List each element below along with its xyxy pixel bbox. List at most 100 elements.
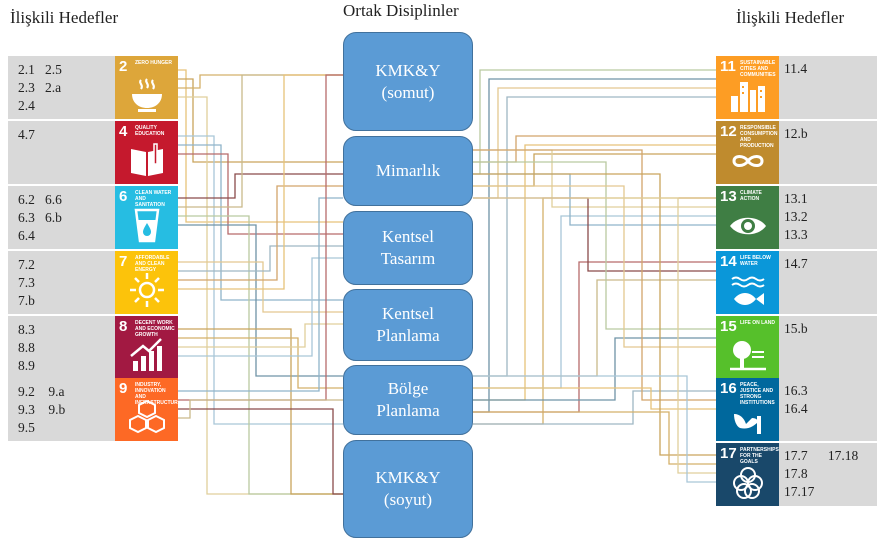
goal-targets: 9.2 9.a 9.3 9.b 9.5 [18, 384, 66, 435]
connector-line [473, 161, 716, 330]
discipline-line-1: Kentsel [382, 227, 434, 246]
connector-line [178, 337, 343, 389]
discipline-line-2: Planlama [376, 326, 440, 345]
connector-line [178, 78, 343, 163]
goal-targets: 14.7 [784, 256, 808, 271]
book-icon [131, 143, 163, 176]
connector-line [178, 261, 343, 313]
connector-line [473, 173, 716, 226]
fish-icon [731, 276, 765, 305]
bowl-icon [132, 78, 162, 112]
connector-line [473, 337, 716, 401]
sdg-number: 11 [720, 58, 736, 75]
sdg-title: PEACE, JUSTICE AND STRONG INSTITUTIONS [740, 382, 775, 406]
connector-line [473, 135, 716, 163]
connector-line [178, 96, 343, 495]
dove-gavel-icon [734, 414, 761, 434]
sdg-title: CLIMATE ACTION [740, 190, 762, 202]
connector-line [473, 375, 716, 483]
goal-targets: 17.7 17.18 17.8 17.17 [784, 448, 859, 499]
sdg-title: AFFORDABLE AND CLEAN ENERGY [135, 255, 170, 273]
discipline-line-1: KMK&Y [375, 468, 441, 487]
connector-line [178, 257, 343, 357]
center-header: Ortak Disiplinler [343, 1, 459, 20]
sdg-number: 13 [720, 188, 737, 205]
connector-line [178, 224, 343, 377]
sdg-number: 8 [119, 318, 128, 335]
city-icon [731, 82, 765, 112]
connector-line [473, 261, 716, 413]
connector-line [178, 74, 343, 208]
sdg-title: CLEAN WATER AND SANITATION [135, 190, 172, 208]
infinity-icon [732, 155, 764, 167]
sdg-tile-11: 11 SUSTAINABLE CITIES AND COMMUNITIES [716, 56, 779, 119]
connector-line [473, 87, 716, 199]
water-glass-icon [134, 208, 160, 243]
discipline-line-1: Mimarlık [375, 161, 441, 180]
right-header: İlişkili Hedefler [736, 8, 845, 27]
discipline-mimarlik: Mimarlık [343, 136, 473, 206]
goal-targets: 8.3 8.8 8.9 [18, 322, 35, 373]
sdg-number: 6 [119, 188, 128, 205]
sdg-number: 15 [720, 318, 737, 335]
sdg-tile-16: 16 PEACE, JUSTICE AND STRONG INSTITUTION… [716, 378, 779, 441]
connector-line [473, 173, 716, 456]
sdg-tile-2: 2 ZERO HUNGER [115, 56, 178, 119]
growth-chart-icon [130, 338, 162, 371]
connector-line [473, 197, 716, 474]
connector-line [473, 215, 716, 389]
connector-line [473, 185, 716, 348]
connector-line [178, 69, 343, 223]
sdg-title: LIFE BELOW WATER [740, 255, 771, 267]
sdg-number: 16 [720, 380, 737, 397]
discipline-line-1: Kentsel [382, 304, 434, 323]
discipline-line-1: KMK&Y [375, 60, 441, 80]
sdg-tile-8: 8 DECENT WORK AND ECONOMIC GROWTH [115, 316, 178, 379]
connector-line [473, 387, 716, 410]
connector-line [473, 149, 716, 401]
goal-targets: 16.3 16.4 [784, 383, 808, 416]
connector-line [473, 69, 716, 175]
discipline-line-2: (somut) [381, 82, 435, 102]
sdg-number: 7 [119, 253, 128, 270]
rings-icon [733, 467, 763, 499]
connector-line [473, 411, 716, 465]
discipline-line-2: (soyut) [383, 490, 433, 509]
left-header: İlişkili Hedefler [10, 8, 119, 27]
sun-icon [130, 273, 164, 307]
sdg-number: 2 [119, 58, 128, 75]
connector-line [178, 323, 343, 348]
sdg-number: 12 [720, 123, 737, 140]
sdg-tile-9: 9 INDUSTRY, INNOVATION AND INFRASTRUCTUR… [115, 378, 178, 441]
connector-line [473, 78, 716, 413]
tree-icon [730, 341, 766, 371]
cubes-icon [129, 399, 165, 434]
discipline-line-2: Planlama [376, 401, 440, 420]
connector-line [178, 245, 343, 272]
connector-line [473, 96, 716, 377]
goal-targets: 6.2 6.6 6.3 6.b 6.4 [18, 192, 62, 243]
sdg-tile-12: 12 RESPONSIBLE CONSUMPTION AND PRODUCTIO… [716, 121, 779, 184]
sdg-tile-13: 13 CLIMATE ACTION [716, 186, 779, 249]
connector-line [178, 197, 343, 392]
sdg-title: RESPONSIBLE CONSUMPTION AND PRODUCTION [740, 125, 778, 149]
goal-targets: 11.4 [784, 61, 808, 76]
connector-line [473, 197, 716, 425]
sdg-title: PARTNERSHIPS FOR THE GOALS [740, 447, 779, 465]
sdg-title: LIFE ON LAND [740, 320, 775, 326]
connector-line [473, 197, 716, 272]
sdg-tile-7: 7 AFFORDABLE AND CLEAN ENERGY [115, 251, 178, 314]
sdg-tile-4: 4 QUALITY EDUCATION [115, 121, 178, 184]
connector-line [178, 328, 343, 495]
connector-line [178, 399, 343, 419]
sdg-tile-14: 14 LIFE BELOW WATER [716, 251, 779, 314]
sdg-number: 17 [720, 445, 737, 462]
connector-line [178, 74, 343, 401]
sdg-title: DECENT WORK AND ECONOMIC GROWTH [135, 320, 175, 338]
eye-globe-icon [730, 217, 766, 235]
connector-line [473, 153, 716, 187]
goal-targets: 12.b [784, 126, 808, 141]
